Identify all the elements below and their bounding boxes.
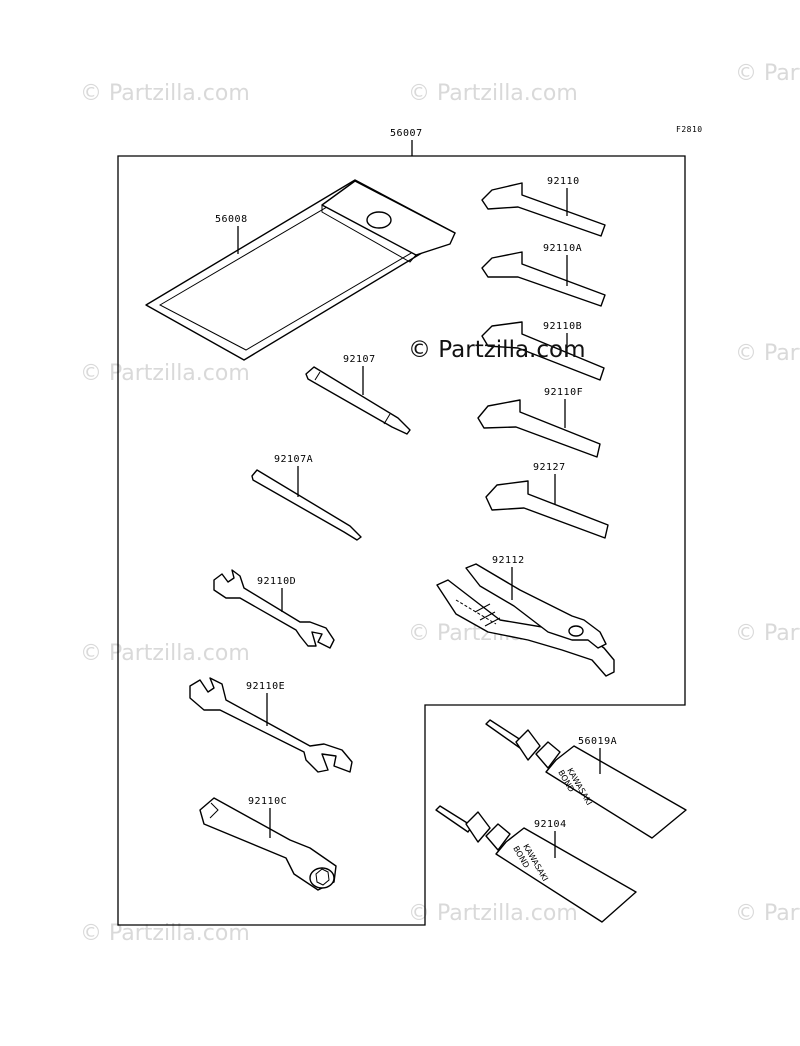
kit-outline: 56007 <box>117 128 686 926</box>
watermark-text: © Partzilla.com <box>80 81 250 106</box>
bond-tube-2-label: 92104 <box>534 819 567 830</box>
wrench-large-label: 92110E <box>246 681 285 692</box>
hex-key-2-label: 92110A <box>543 243 582 254</box>
hex-key-4: 92110F <box>477 387 601 458</box>
pliers-label: 92112 <box>492 555 525 566</box>
watermark-text: © Partzilla.com <box>80 361 250 386</box>
screwdriver-1: 92107 <box>305 354 411 435</box>
watermark-text: © Partzilla.com <box>735 341 800 366</box>
tool-bag: 56008 <box>145 179 456 361</box>
watermark-text: © Partzilla.com <box>80 641 250 666</box>
kit-label: 56007 <box>390 128 423 139</box>
bond-tube-2: 92104 KAWASAKI BOND <box>435 805 637 923</box>
screwdriver-2: 92107A <box>251 454 362 541</box>
watermark-text: © Partzilla.com <box>408 81 578 106</box>
wrench-large: 92110E <box>189 677 353 773</box>
wrench-small-label: 92110D <box>257 576 296 587</box>
hex-key-2: 92110A <box>481 243 606 307</box>
screwdriver-2-label: 92107A <box>274 454 313 465</box>
box-wrench-label: 92110C <box>248 796 287 807</box>
box-wrench: 92110C <box>199 796 337 891</box>
watermark-text: © Partzilla.com <box>735 61 800 86</box>
watermark-main: © Partzilla.com <box>408 337 586 363</box>
bond-tube-1: 56019A KAWASAKI BOND <box>485 719 687 839</box>
pliers: 92112 <box>436 555 615 677</box>
hex-key-5: 92127 <box>485 462 609 539</box>
bond-tube-1-label: 56019A <box>578 736 617 747</box>
watermark-text: © Partzilla.com <box>735 901 800 926</box>
screwdriver-1-label: 92107 <box>343 354 376 365</box>
hex-key-4-label: 92110F <box>544 387 583 398</box>
hex-key-3: 92110B <box>481 321 605 381</box>
hex-key-1: 92110 <box>481 176 606 237</box>
figure-code: F2810 <box>676 125 703 134</box>
watermark-text: © Partzilla.com <box>408 901 578 926</box>
bag-label: 56008 <box>215 214 248 225</box>
wrench-small: 92110D <box>213 569 335 649</box>
hex-key-1-label: 92110 <box>547 176 580 187</box>
hex-key-3-label: 92110B <box>543 321 582 332</box>
watermark-grid: © Partzilla.com © Partzilla.com © Partzi… <box>80 61 800 946</box>
hex-key-5-label: 92127 <box>533 462 566 473</box>
watermark-text: © Partzilla.com <box>735 621 800 646</box>
